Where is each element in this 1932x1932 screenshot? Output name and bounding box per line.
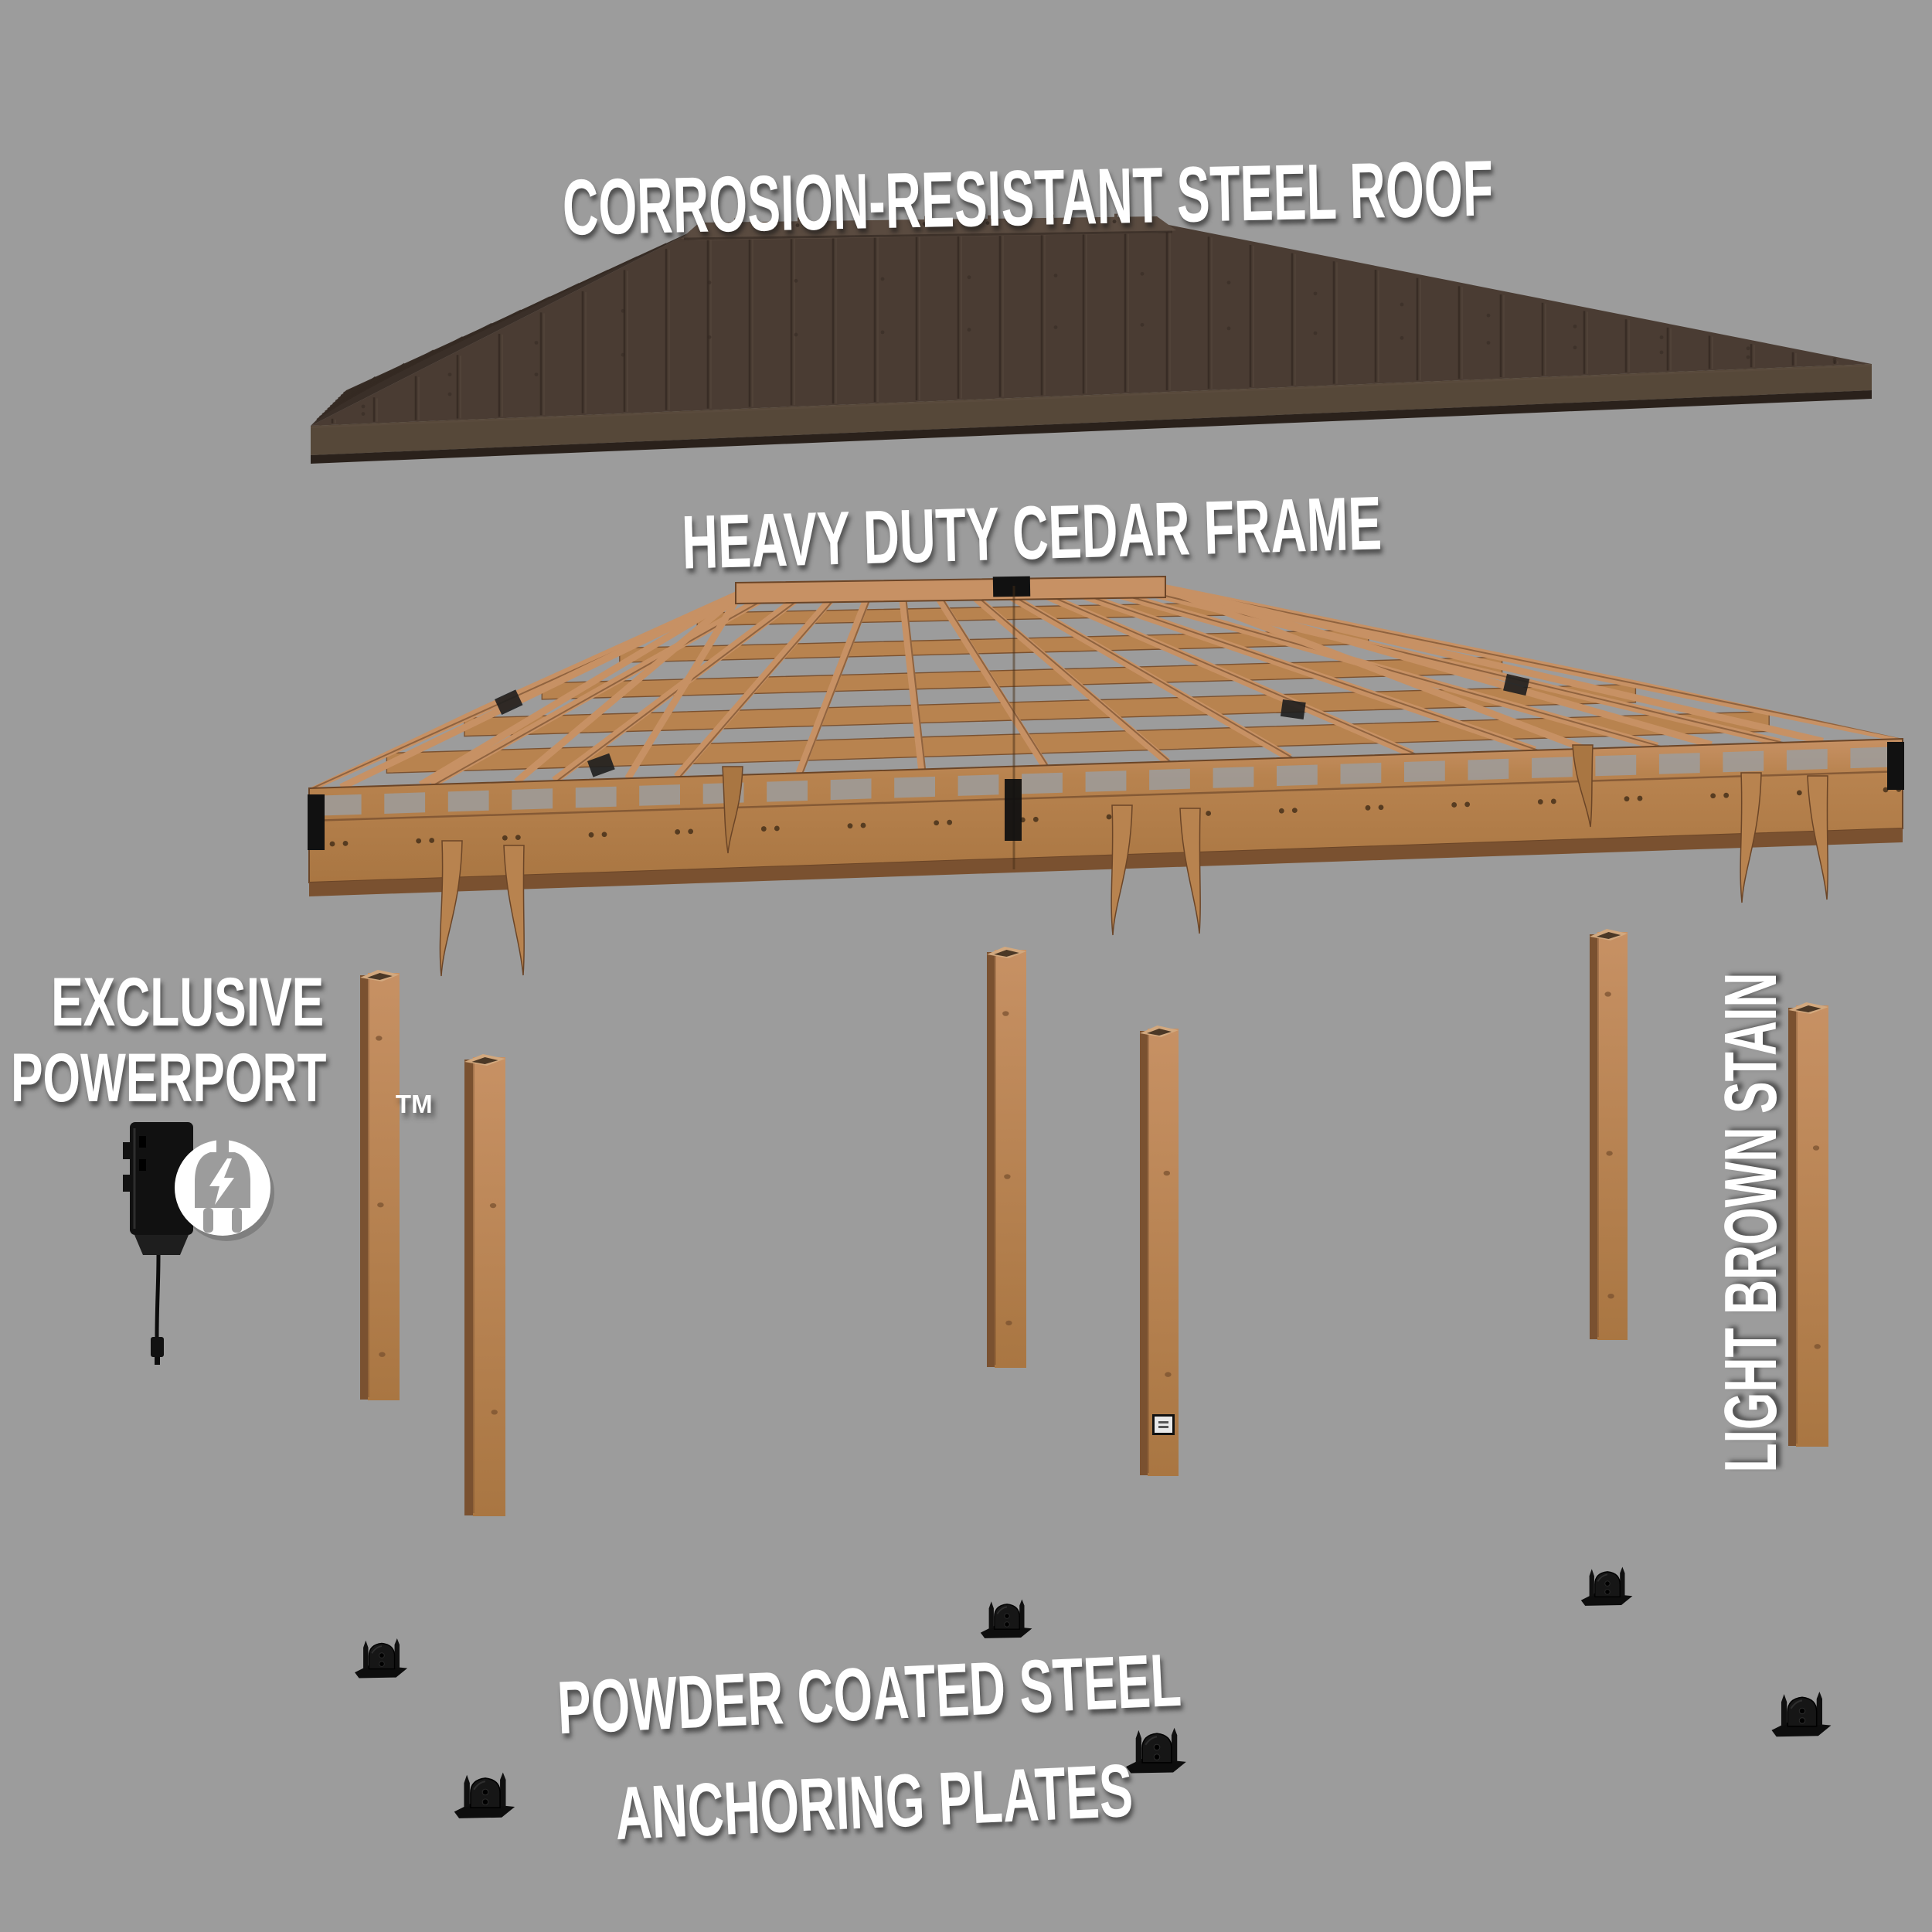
- steel-roof-illustration: [310, 213, 1872, 464]
- cedar-frame-illustration: [308, 575, 1904, 977]
- trademark-symbol: TM: [395, 1090, 433, 1118]
- anchor-plate-back-right: [1580, 1566, 1634, 1607]
- anchor-plates-label: POWDER COATED STEEL ANCHORING PLATES: [402, 1619, 1342, 1877]
- post-back-right: [1590, 929, 1628, 1340]
- post-back-middle: [987, 947, 1026, 1368]
- powerport-label-line1: EXCLUSIVE: [51, 963, 325, 1040]
- stain-label: LIGHT BROWN STAIN: [1709, 838, 1792, 1607]
- post-back-left: [360, 970, 400, 1400]
- stain-label-text: LIGHT BROWN STAIN: [1709, 972, 1792, 1473]
- roof-label-text: CORROSION-RESISTANT STEEL ROOF: [561, 144, 1495, 252]
- anchor-plate-back-left: [354, 1638, 409, 1679]
- post-front-right: [1788, 1002, 1828, 1447]
- powerport-device: [123, 1122, 193, 1365]
- powerport-plug-icon: [175, 1137, 274, 1241]
- frame-label-text: HEAVY DUTY CEDAR FRAME: [680, 480, 1383, 585]
- post-front-left: [464, 1054, 505, 1516]
- post-front-middle: [1140, 1026, 1179, 1476]
- anchor-plate-front-right: [1770, 1690, 1832, 1738]
